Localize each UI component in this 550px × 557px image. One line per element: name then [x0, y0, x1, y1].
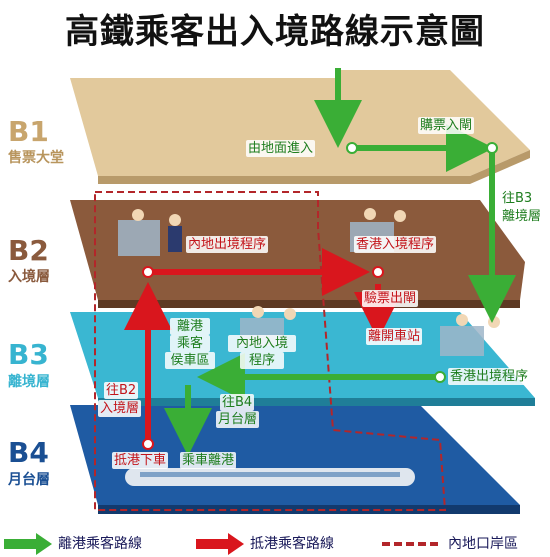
label-ground-entry: 由地面進入	[246, 140, 316, 157]
label-ticket-gate: 購票入閘	[418, 117, 475, 134]
legend-departure-route: 離港乘客路線	[58, 536, 142, 552]
floor-b2-edge	[98, 300, 520, 308]
label-waiting-2: 乘客	[170, 335, 210, 352]
label-waiting-3: 侯車區	[165, 352, 215, 369]
floor-b4-name: 月台層	[8, 472, 50, 488]
label-mainland-entry-1: 內地入境	[228, 335, 296, 352]
floor-b4-code: B4	[8, 436, 49, 469]
legend-red-arrow	[196, 533, 244, 555]
legend-arrival-route: 抵港乘客路線	[250, 536, 334, 552]
departure-route	[164, 68, 516, 456]
label-ticket-check-exit: 驗票出閘	[362, 290, 419, 307]
floor-b1-code: B1	[8, 115, 49, 148]
label-hk-exit: 香港出境程序	[448, 368, 531, 385]
legend-green-arrow	[4, 533, 52, 555]
label-departure-floor: 離境層	[500, 208, 544, 225]
floor-b2-name: 入境層	[8, 269, 50, 285]
label-to-b4: 往B4	[220, 394, 255, 411]
port-area-border	[94, 191, 447, 511]
label-mainland-entry-2: 程序	[240, 352, 284, 369]
floor-b3-name: 離境層	[8, 374, 50, 390]
legend-port-area: 內地口岸區	[448, 536, 518, 552]
floor-b2-code: B2	[8, 234, 49, 267]
floor-b3-code: B3	[8, 338, 49, 371]
label-platform-floor: 月台層	[216, 411, 260, 428]
label-to-b2: 往B2	[104, 382, 139, 399]
label-arrival-floor: 入境層	[98, 400, 142, 417]
floor-b1-name: 售票大堂	[8, 150, 64, 166]
floor-b1-edge	[98, 150, 530, 184]
label-leave-station: 離開車站	[366, 328, 423, 345]
booth-mainland-exit	[118, 209, 182, 256]
label-to-b3: 往B3	[500, 190, 535, 207]
label-waiting-1: 離港	[170, 318, 210, 335]
label-board-depart: 乘車離港	[180, 452, 237, 469]
label-mainland-exit: 內地出境程序	[186, 236, 269, 253]
page-title: 高鐵乘客出入境路線示意圖	[65, 12, 485, 52]
label-hk-entry: 香港入境程序	[354, 236, 437, 253]
label-arrive-alight: 抵港下車	[112, 452, 169, 469]
floor-b3-edge	[98, 398, 535, 406]
